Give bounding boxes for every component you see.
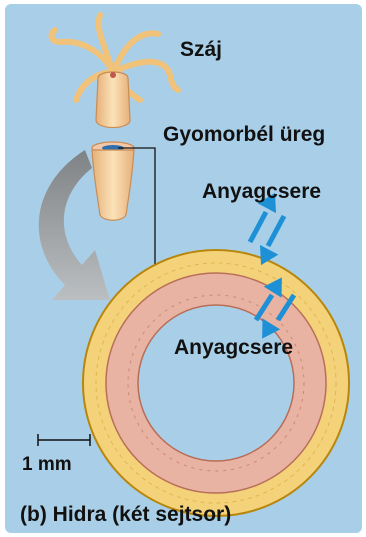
hydra-upper-body bbox=[96, 72, 130, 128]
exchange-label-top: Anyagcsere bbox=[202, 180, 321, 204]
scale-label: 1 mm bbox=[22, 454, 72, 476]
cross-section-ring bbox=[83, 250, 349, 516]
exchange-arrows-top bbox=[250, 194, 284, 263]
figure-caption: (b) Hidra (két sejtsor) bbox=[20, 503, 231, 527]
gastrovascular-cavity-label: Gyomorbél üreg bbox=[163, 123, 325, 147]
hydra-mouth bbox=[110, 72, 116, 78]
scale-bar bbox=[38, 434, 90, 446]
exchange-label-bottom: Anyagcsere bbox=[174, 336, 293, 360]
mouth-label: Száj bbox=[180, 38, 222, 62]
hydra-lower-body bbox=[92, 150, 134, 220]
